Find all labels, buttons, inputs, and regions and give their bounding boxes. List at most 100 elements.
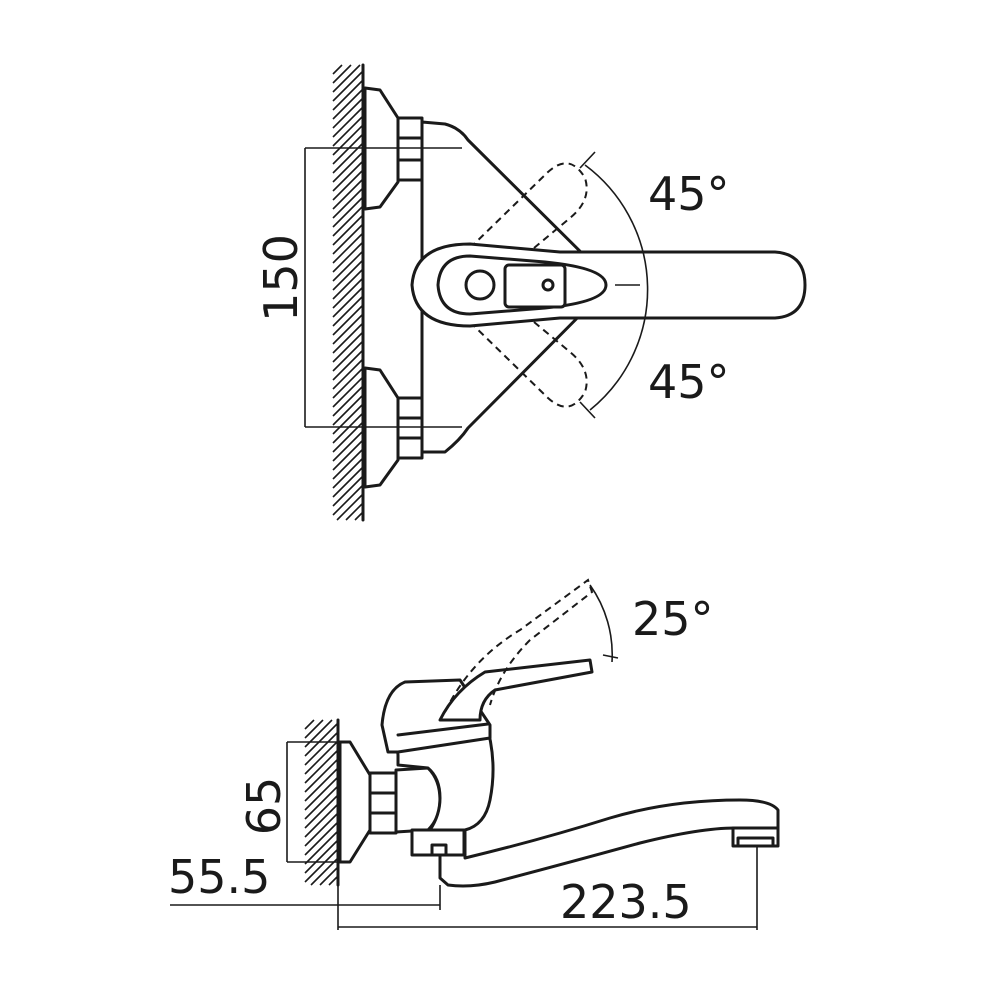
hatch-line: [332, 305, 363, 336]
hatch-line: [332, 377, 363, 408]
label-223-5: 223.5: [560, 875, 692, 929]
arc-tick: [602, 654, 619, 659]
hatch-line: [354, 512, 363, 521]
hatch-line: [304, 777, 338, 811]
hatch-line: [332, 215, 363, 246]
angle-arc-side: [589, 584, 614, 663]
hatch-line: [332, 476, 363, 507]
lever-screw: [541, 278, 555, 292]
label-angle-lower: 45°: [648, 355, 730, 409]
hatch-line: [332, 467, 363, 498]
hatch-line: [332, 80, 363, 111]
hatch-line: [332, 64, 352, 84]
hatch-line: [304, 750, 338, 784]
hatch-line: [332, 368, 363, 399]
hatch-line: [332, 431, 363, 462]
hatch-line: [332, 314, 363, 345]
label-angle-side: 25°: [632, 592, 714, 646]
hatch-line: [304, 723, 338, 757]
hatch-line: [332, 287, 363, 318]
hatch-line: [304, 786, 338, 820]
hatch-line: [304, 831, 338, 865]
hatch-line: [332, 89, 363, 120]
hatch-line: [332, 278, 363, 309]
lever-handle-side: [438, 658, 594, 722]
hatch-line: [332, 485, 363, 516]
side-nut: [368, 771, 398, 835]
cap-line: [396, 722, 490, 737]
hatch-line: [332, 98, 363, 129]
hatch-line: [304, 759, 338, 793]
hatch-line: [332, 107, 363, 138]
hatch-line: [304, 849, 338, 883]
lower-nut: [396, 396, 424, 460]
hatch-line: [304, 741, 338, 775]
hatch-line: [332, 350, 363, 381]
side-view: 25° 65 55.5 223.5: [168, 578, 780, 930]
hatch-line: [332, 440, 363, 471]
hatch-line: [332, 458, 363, 489]
hatch-line: [332, 116, 363, 147]
hatch-line: [332, 125, 363, 156]
hatch-line: [332, 251, 363, 282]
hatch-line: [332, 260, 363, 291]
wall-hatch-side: [304, 719, 338, 886]
hatch-line: [332, 323, 363, 354]
hatch-line: [304, 732, 338, 766]
label-150: 150: [254, 234, 308, 322]
hatch-line: [332, 242, 363, 273]
hatch-line: [345, 503, 363, 521]
label-55-5: 55.5: [168, 850, 270, 904]
lever-cap: [503, 263, 567, 309]
hatch-line: [332, 170, 363, 201]
hatch-line: [332, 404, 363, 435]
hatch-line: [304, 719, 324, 739]
side-flange: [338, 740, 372, 864]
hatch-line: [304, 719, 315, 730]
hatch-line: [304, 840, 338, 874]
hatch-line: [336, 494, 363, 521]
lever-pivot: [464, 269, 496, 301]
hatch-line: [332, 179, 363, 210]
hatch-line: [328, 876, 338, 886]
hatch-line: [319, 867, 338, 886]
hatch-line: [332, 422, 363, 453]
wall-hatch-top: [332, 64, 363, 521]
hatch-line: [332, 269, 363, 300]
hatch-line: [332, 449, 363, 480]
spout: [438, 798, 780, 888]
aerator-tip: [736, 836, 775, 848]
hatch-line: [332, 386, 363, 417]
hatch-line: [304, 768, 338, 802]
hatch-line: [332, 296, 363, 327]
hatch-line: [310, 858, 338, 886]
hatch-line: [332, 206, 363, 237]
hatch-line: [332, 197, 363, 228]
hatch-line: [332, 224, 363, 255]
arc-tick: [579, 401, 596, 419]
hatch-line: [304, 804, 338, 838]
hatch-line: [332, 413, 363, 444]
lever-raised-position: [444, 578, 594, 713]
hatch-line: [332, 64, 361, 93]
hatch-line: [332, 188, 363, 219]
hatch-line: [332, 233, 363, 264]
hatch-line: [332, 359, 363, 390]
hatch-line: [332, 332, 363, 363]
top-view: 150 45° 45°: [254, 63, 807, 522]
hatch-line: [332, 152, 363, 183]
hatch-line: [332, 161, 363, 192]
hatch-line: [332, 71, 363, 102]
hatch-line: [332, 143, 363, 174]
upper-nut: [396, 116, 424, 182]
hatch-line: [332, 395, 363, 426]
hatch-line: [332, 341, 363, 372]
angle-arc-top: [584, 164, 649, 411]
arc-tick: [579, 151, 596, 169]
hatch-line: [332, 64, 343, 75]
spout-collar-mark: [430, 843, 448, 857]
hatch-line: [332, 134, 363, 165]
label-65: 65: [237, 777, 291, 836]
